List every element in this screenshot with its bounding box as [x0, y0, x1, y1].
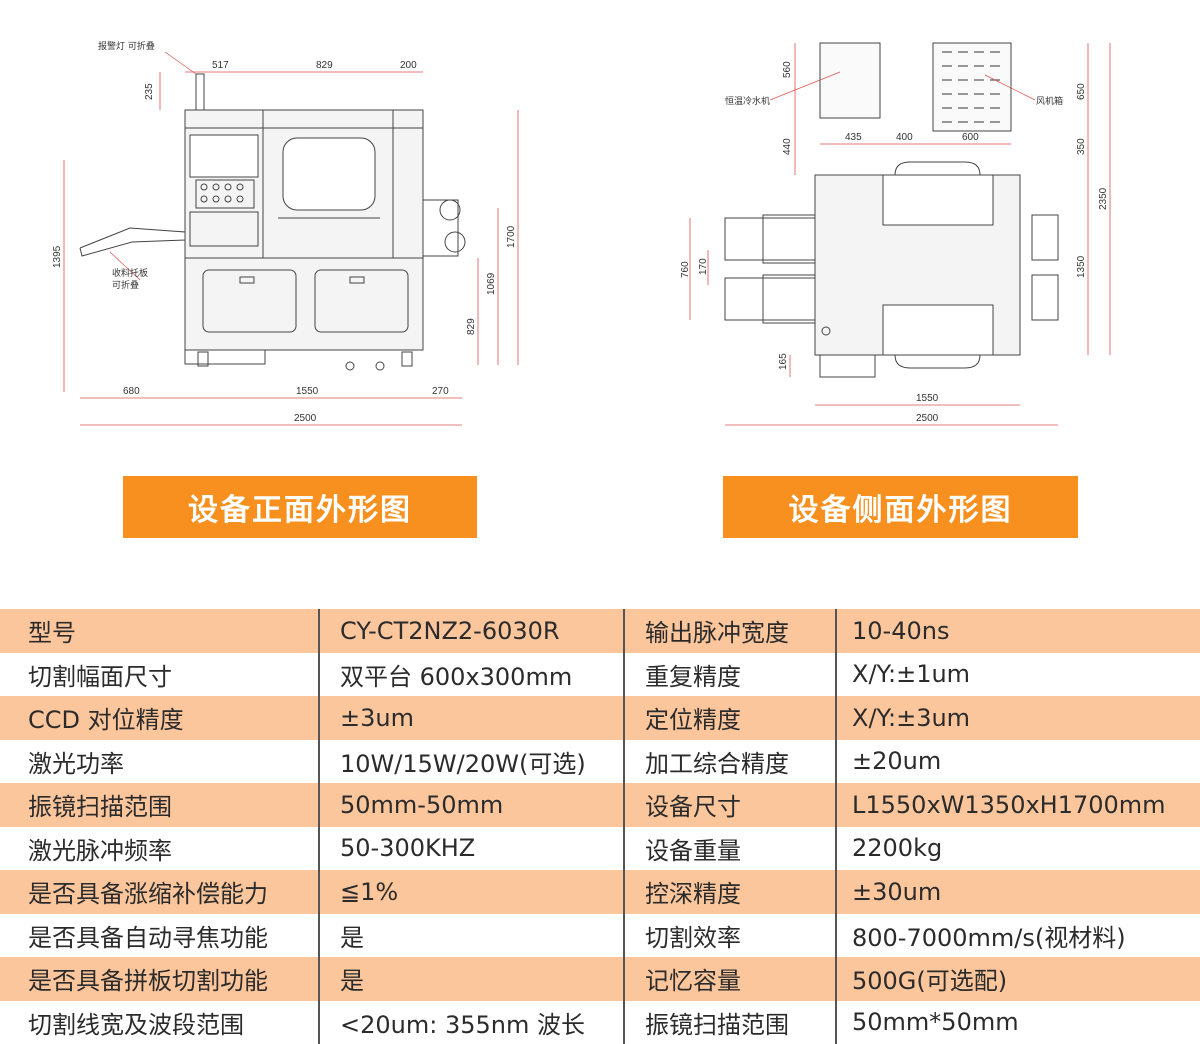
dim-side-400: 400 [896, 132, 913, 143]
side-view-dimension-lines [689, 43, 1111, 426]
drawings-area: 报警灯 可折叠 收料托板 可折叠 517 829 200 235 1395 17… [0, 0, 1200, 470]
spec-row: 切割幅面尺寸 双平台 600x300mm 重复精度 X/Y:±1um [0, 652, 1200, 696]
note-tray-line1: 收料托板 [112, 267, 148, 279]
note-alarm-lamp: 报警灯 可折叠 [98, 40, 155, 52]
spec-label: 切割效率 [645, 923, 741, 952]
spec-label: 是否具备拼板切割功能 [28, 967, 268, 996]
spec-value: 是 [340, 967, 364, 996]
spec-label: 定位精度 [645, 706, 741, 735]
spec-value: 50-300KHZ [340, 834, 476, 863]
spec-row: CCD 对位精度 ±3um 定位精度 X/Y:±3um [0, 696, 1200, 740]
spec-row: 是否具备拼板切割功能 是 记忆容量 500G(可选配) [0, 957, 1200, 1001]
dim-front-2500: 2500 [294, 413, 317, 424]
front-view-drawing [79, 73, 466, 371]
spec-label: 切割幅面尺寸 [28, 662, 172, 691]
spec-value: 是 [340, 923, 364, 952]
spec-row: 激光脉冲频率 50-300KHZ 设备重量 2200kg [0, 826, 1200, 870]
note-tray-line2: 可折叠 [112, 279, 139, 291]
dim-front-829: 829 [316, 60, 333, 71]
dim-side-2350: 2350 [1098, 187, 1109, 210]
spec-value: ±3um [340, 703, 414, 732]
dim-side-760: 760 [680, 261, 691, 278]
spec-value: L1550xW1350xH1700mm [852, 790, 1166, 819]
spec-label: 激光功率 [28, 749, 124, 778]
dim-front-200: 200 [400, 60, 417, 71]
front-view-dimension-lines [63, 71, 519, 426]
front-view-leaders [109, 51, 197, 281]
side-view-drawing [724, 42, 1059, 378]
spec-value: 500G(可选配) [852, 967, 1008, 996]
dim-front-1069: 1069 [486, 272, 497, 295]
spec-label: CCD 对位精度 [28, 706, 184, 735]
spec-row: 型号 CY-CT2NZ2-6030R 输出脉冲宽度 10-40ns [0, 609, 1200, 653]
spec-value: CY-CT2NZ2-6030R [340, 616, 560, 645]
spec-label: 型号 [28, 619, 76, 648]
front-view-caption: 设备正面外形图 [123, 476, 477, 538]
spec-value: ±30um [852, 877, 942, 906]
dim-side-435: 435 [845, 132, 862, 143]
dim-front-270: 270 [432, 386, 449, 397]
spec-value: 双平台 600x300mm [340, 662, 573, 691]
dim-side-1550: 1550 [916, 393, 939, 404]
spec-label: 振镜扫描范围 [28, 793, 172, 822]
spec-value: 2200kg [852, 834, 943, 863]
dim-side-1350: 1350 [1076, 255, 1087, 278]
spec-value: 50mm*50mm [852, 1008, 1019, 1037]
spec-label: 设备尺寸 [645, 793, 741, 822]
spec-label: 振镜扫描范围 [645, 1010, 789, 1039]
spec-row: 是否具备自动寻焦功能 是 切割效率 800-7000mm/s(视材料) [0, 913, 1200, 957]
spec-row: 振镜扫描范围 50mm-50mm 设备尺寸 L1550xW1350xH1700mm [0, 783, 1200, 827]
side-view-caption: 设备侧面外形图 [723, 476, 1078, 538]
table-divider-2 [623, 609, 625, 1044]
spec-row: 切割线宽及波段范围 <20um: 355nm 波长 振镜扫描范围 50mm*50mm [0, 1000, 1200, 1044]
dim-front-235: 235 [144, 83, 155, 100]
side-view-leaders [769, 71, 1036, 101]
spec-value: X/Y:±1um [852, 660, 971, 689]
dim-front-829-height: 829 [466, 318, 477, 335]
spec-value: X/Y:±3um [852, 703, 971, 732]
note-fan-box: 风机箱 [1036, 95, 1063, 107]
spec-value: ≦1% [340, 877, 399, 906]
dim-side-440: 440 [782, 138, 793, 155]
dim-side-170: 170 [698, 258, 709, 275]
dim-front-1700: 1700 [506, 225, 517, 248]
dim-front-1550: 1550 [296, 386, 319, 397]
spec-value: <20um: 355nm 波长 [340, 1010, 585, 1039]
spec-label: 记忆容量 [645, 967, 741, 996]
dim-side-165: 165 [778, 353, 789, 370]
spec-value: 10-40ns [852, 616, 950, 645]
dim-side-650: 650 [1076, 83, 1087, 100]
dim-front-517: 517 [212, 60, 229, 71]
spec-row: 是否具备涨缩补偿能力 ≦1% 控深精度 ±30um [0, 870, 1200, 914]
spec-label: 加工综合精度 [645, 749, 789, 778]
spec-label: 设备重量 [645, 836, 741, 865]
spec-label: 是否具备自动寻焦功能 [28, 923, 268, 952]
spec-label: 是否具备涨缩补偿能力 [28, 880, 268, 909]
spec-label: 切割线宽及波段范围 [28, 1010, 244, 1039]
spec-label: 重复精度 [645, 662, 741, 691]
dim-front-1395: 1395 [52, 245, 63, 268]
spec-value: ±20um [852, 747, 942, 776]
dim-side-350: 350 [1076, 138, 1087, 155]
spec-row: 激光功率 10W/15W/20W(可选) 加工综合精度 ±20um [0, 739, 1200, 783]
spec-label: 输出脉冲宽度 [645, 619, 789, 648]
dim-front-680: 680 [123, 386, 140, 397]
spec-value: 50mm-50mm [340, 790, 504, 819]
note-chiller: 恒温冷水机 [725, 95, 770, 107]
spec-label: 激光脉冲频率 [28, 836, 172, 865]
dim-side-600: 600 [962, 132, 979, 143]
dim-side-2500: 2500 [916, 413, 939, 424]
technical-drawings: 报警灯 可折叠 收料托板 可折叠 517 829 200 235 1395 17… [52, 40, 1111, 426]
spec-value: 10W/15W/20W(可选) [340, 749, 586, 778]
table-divider-3 [835, 609, 837, 1044]
table-divider-1 [318, 609, 320, 1044]
spec-table: 型号 CY-CT2NZ2-6030R 输出脉冲宽度 10-40ns 切割幅面尺寸 双平台 … [0, 609, 1200, 1044]
spec-label: 控深精度 [645, 880, 741, 909]
spec-value: 800-7000mm/s(视材料) [852, 923, 1126, 952]
dim-side-560: 560 [782, 61, 793, 78]
